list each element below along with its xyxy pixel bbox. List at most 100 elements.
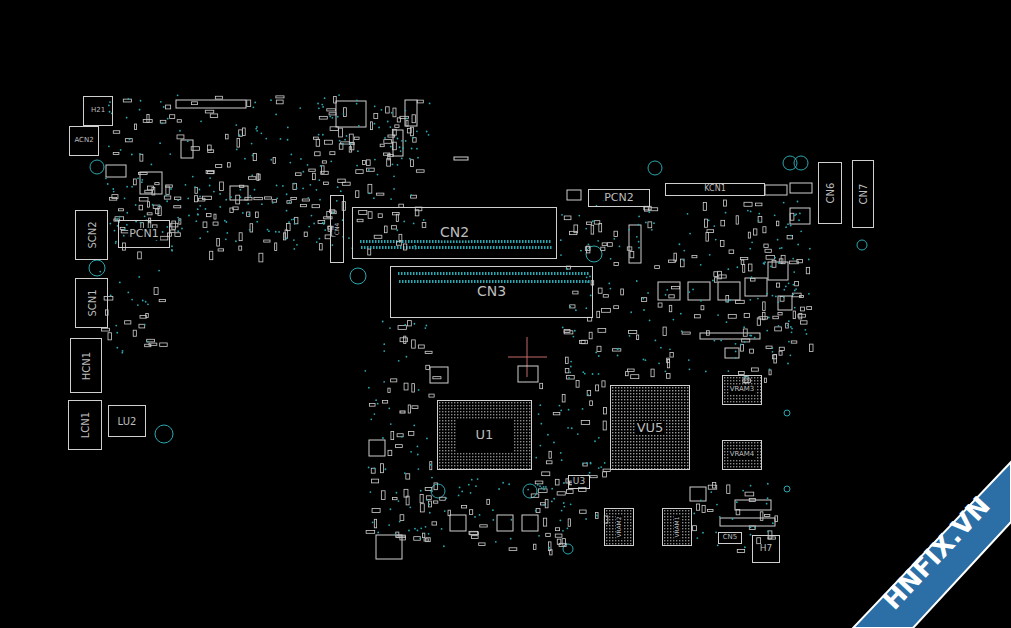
connector-pin [414,280,416,283]
ball-pad [511,465,512,466]
ball-pad [615,543,616,544]
ball-pad [612,540,613,541]
ball-pad [523,456,524,457]
ball-pad [633,441,634,442]
ball-pad [621,429,622,430]
connector-pin [412,246,414,249]
ball-pad [648,447,649,448]
ball-pad [745,463,746,464]
ball-pad [624,423,625,424]
connector-pin [566,272,568,275]
ball-pad [484,462,485,463]
ball-pad [669,426,670,427]
ball-pad [520,411,521,412]
ball-pad [687,411,688,412]
ball-pad [490,411,491,412]
ball-pad [648,453,649,454]
ball-pad [639,441,640,442]
ball-pad [648,450,649,451]
connector-pin [387,240,389,243]
ball-pad [751,380,752,381]
ball-pad [684,444,685,445]
ball-pad [733,377,734,378]
ball-pad [475,453,476,454]
ball-pad [651,459,652,460]
ball-pad [439,450,440,451]
connector-pin [436,246,438,249]
connector-pin [498,280,500,283]
ball-pad [493,459,494,460]
connector-pin [572,272,574,275]
ball-pad [469,408,470,409]
connector-pin [442,246,444,249]
ball-pad [505,453,506,454]
connector-pin [513,240,515,243]
ball-pad [633,456,634,457]
ball-pad [514,444,515,445]
ball-pad [688,519,689,520]
ball-pad [630,540,631,541]
ball-pad [651,435,652,436]
ball-pad [526,450,527,451]
ball-pad [612,444,613,445]
connector-pin [456,280,458,283]
connector-pin [364,246,366,249]
connector-pin [409,246,411,249]
ball-pad [439,402,440,403]
ball-pad [505,414,506,415]
ball-pad [624,402,625,403]
ball-pad [493,453,494,454]
ball-pad [451,414,452,415]
part-outline [567,190,581,200]
ball-pad [624,528,625,529]
connector-pin [499,246,501,249]
ball-pad [439,444,440,445]
ball-pad [672,408,673,409]
ball-pad [751,383,752,384]
ball-pad [678,459,679,460]
ball-pad [451,450,452,451]
ball-pad [448,453,449,454]
connector-pin [417,280,419,283]
connector-pin [486,280,488,283]
ball-pad [648,393,649,394]
connector-pin [520,246,522,249]
connector-pin [405,280,407,283]
ball-pad [523,423,524,424]
ball-pad [454,459,455,460]
ball-pad [621,393,622,394]
ball-pad [439,411,440,412]
ball-pad [669,417,670,418]
ball-pad [511,414,512,415]
ball-pad [469,414,470,415]
ball-pad [630,459,631,460]
ball-pad [657,465,658,466]
ball-pad [451,462,452,463]
ball-pad [615,423,616,424]
ball-pad [751,401,752,402]
connector-pin [521,272,523,275]
ball-pad [445,465,446,466]
ball-pad [657,435,658,436]
connector-pin [448,246,450,249]
ball-pad [517,408,518,409]
ball-pad [663,405,664,406]
ball-pad [751,448,752,449]
ball-pad [472,462,473,463]
ball-pad [681,459,682,460]
ball-pad [514,456,515,457]
smd-part [384,226,387,233]
ball-pad [615,510,616,511]
ball-pad [621,423,622,424]
ball-pad [748,401,749,402]
ball-pad [675,390,676,391]
part-outline [393,130,403,156]
ball-pad [736,383,737,384]
ball-pad [687,414,688,415]
ball-pad [627,534,628,535]
ball-pad [466,411,467,412]
ball-pad [651,414,652,415]
ball-pad [526,405,527,406]
ball-pad [672,390,673,391]
ball-pad [639,390,640,391]
